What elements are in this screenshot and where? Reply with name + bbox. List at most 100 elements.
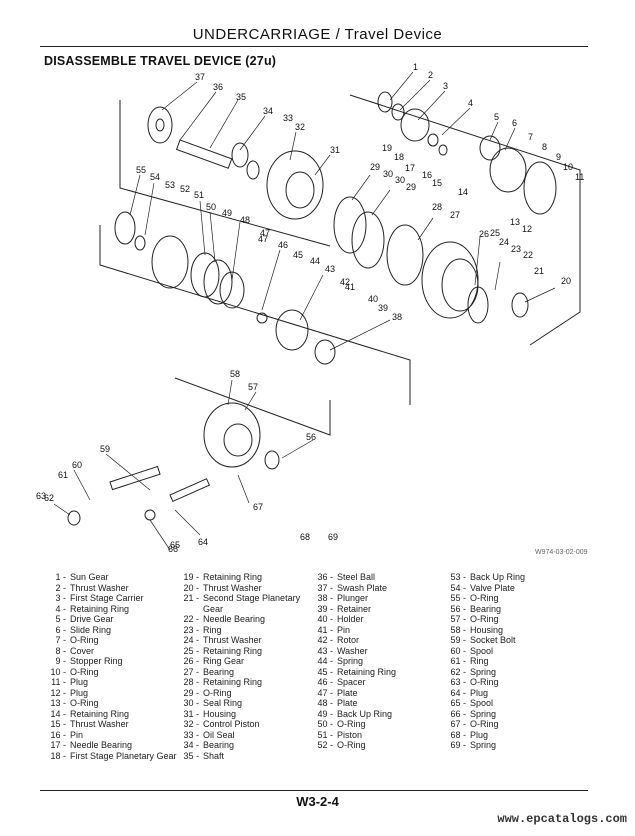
legend-item-number: 68 - — [450, 729, 466, 740]
legend-item-text: Washer — [337, 645, 368, 656]
callout-number: 47 — [258, 234, 268, 244]
legend-item-number: 37 - — [317, 582, 333, 593]
callout-number: 15 — [432, 178, 442, 188]
legend-item-text: Slide Ring — [70, 624, 112, 635]
legend-item: 55 -O-Ring — [446, 593, 586, 604]
legend-item-number: 17 - — [50, 740, 66, 750]
legend-item: 53 -Back Up Ring — [446, 572, 586, 583]
callout-number: 45 — [293, 250, 303, 260]
legend-item-number: 9 - — [55, 656, 66, 666]
legend-item: 13 -O-Ring — [46, 698, 178, 709]
legend-item-text: Spring — [337, 656, 364, 666]
o-ring-55-part — [114, 211, 136, 245]
legend-item-number: 44 - — [317, 656, 333, 666]
callout-number: 30 — [395, 175, 405, 185]
callout-number: 61 — [58, 470, 68, 480]
legend-item: 65 -Spool — [446, 698, 586, 709]
legend-item-number: 38 - — [317, 593, 333, 603]
legend-item: 57 - O-Ring — [446, 614, 586, 625]
callout-number: 37 — [195, 72, 205, 82]
legend-item: 36 -Steel Ball — [313, 572, 448, 583]
legend-item-text: O-Ring — [470, 614, 499, 624]
legend-item-number: 52 - — [317, 740, 333, 750]
legend-item: 68 - Plug — [446, 730, 586, 741]
legend-item: 9 -Stopper Ring — [46, 656, 178, 667]
callout-number: 58 — [230, 369, 240, 379]
legend-item-number: 19 - — [183, 572, 199, 582]
legend-item-text: Plate — [337, 687, 358, 698]
legend-item-text: Ring Gear — [203, 656, 245, 666]
legend-item-number: 63 - — [450, 677, 466, 687]
legend-item: 66 -Spring — [446, 709, 586, 720]
legend-item: 59 -Socket Bolt — [446, 635, 586, 646]
legend-item: 3 -First Stage Carrier — [46, 593, 178, 604]
legend-item-text: Plug — [70, 677, 89, 687]
legend-item: 6 -Slide Ring — [46, 625, 178, 636]
legend-item: 40 -Holder — [313, 614, 448, 625]
legend-item-text: Spring — [470, 740, 497, 750]
callout-number: 11 — [575, 172, 584, 182]
spool-65-part — [169, 478, 211, 503]
callout-number: 54 — [150, 172, 160, 182]
legend-item: 34 -Bearing — [179, 740, 314, 751]
legend-item-text: Retaining Ring — [203, 645, 263, 656]
legend-item: 20 -Thrust Washer — [179, 583, 314, 594]
legend-item: 12 -Plug — [46, 688, 178, 699]
legend-item: 69 -Spring — [446, 740, 586, 751]
legend-item-text: Pin — [70, 729, 84, 740]
callout-number: 39 — [378, 303, 388, 313]
bearing-27-part — [386, 224, 424, 286]
legend-item-text: Bearing — [203, 666, 235, 677]
legend-item-number: 23 - — [183, 624, 199, 635]
legend-item-number: 25 - — [183, 645, 199, 656]
legend-item-number: 31 - — [183, 708, 199, 719]
legend-item-number: 57 - — [450, 614, 466, 624]
legend-item: 44 - Spring — [313, 656, 448, 667]
legend-item-number: 29 - — [183, 687, 199, 698]
legend-item-number: 39 - — [317, 603, 333, 614]
legend-item-number: 14 - — [50, 708, 66, 719]
piston-51-part — [151, 235, 189, 289]
legend-item-text: Shaft — [203, 750, 225, 761]
page-header: UNDERCARRIAGE / Travel Device — [192, 26, 443, 43]
panel-outline-middle — [99, 225, 411, 405]
legend-item-number: 64 - — [450, 687, 466, 698]
legend-item-text: Retaining Ring — [203, 572, 263, 582]
legend-item: 37 -Swash Plate — [313, 583, 448, 594]
site-watermark: www.epcatalogs.com — [497, 812, 627, 826]
legend-item-number: 22 - — [183, 614, 199, 624]
legend-item-text: Back Up Ring — [470, 572, 526, 582]
callout-number: 52 — [180, 184, 190, 194]
legend-item-number: 27 - — [183, 666, 199, 677]
callout-number: 64 — [198, 537, 208, 547]
legend-item-text: Housing — [203, 708, 237, 719]
legend-item-number: 34 - — [183, 740, 199, 750]
legend-item-number: 3 - — [55, 593, 66, 603]
callout-number: 59 — [100, 444, 110, 454]
legend-item-number: 7 - — [55, 635, 66, 645]
legend-item: 60 -Spool — [446, 646, 586, 657]
legend-item-text: Pin — [337, 624, 351, 635]
legend-item-text: O-Ring — [70, 635, 99, 645]
callout-number: 53 — [165, 180, 175, 190]
legend-item-text: Bearing — [470, 603, 502, 614]
legend-item-text: Plug — [70, 687, 89, 698]
legend-item-text: Ring — [470, 656, 489, 666]
legend-item-number: 66 - — [450, 708, 466, 719]
legend-item-text: Sun Gear — [70, 572, 109, 582]
legend-item: 14 -Retaining Ring — [46, 709, 178, 720]
legend-item: 58 -Housing — [446, 625, 586, 636]
legend-item-text: O-Ring — [470, 677, 499, 687]
sun-gear-part — [377, 91, 393, 113]
carrier-part — [400, 108, 430, 142]
callout-number: 38 — [392, 312, 402, 322]
legend-item: 19 - Retaining Ring — [179, 572, 314, 583]
header-divider — [40, 46, 588, 47]
legend-item-number: 50 - — [317, 719, 333, 729]
legend-item-number: 13 - — [50, 698, 66, 708]
legend-item-text: Plug — [470, 729, 489, 740]
legend-item-number: 54 - — [450, 582, 466, 593]
legend-item-number: 42 - — [317, 635, 333, 645]
legend-item-text: Valve Plate — [470, 582, 515, 593]
callout-number: 23 — [511, 244, 521, 254]
